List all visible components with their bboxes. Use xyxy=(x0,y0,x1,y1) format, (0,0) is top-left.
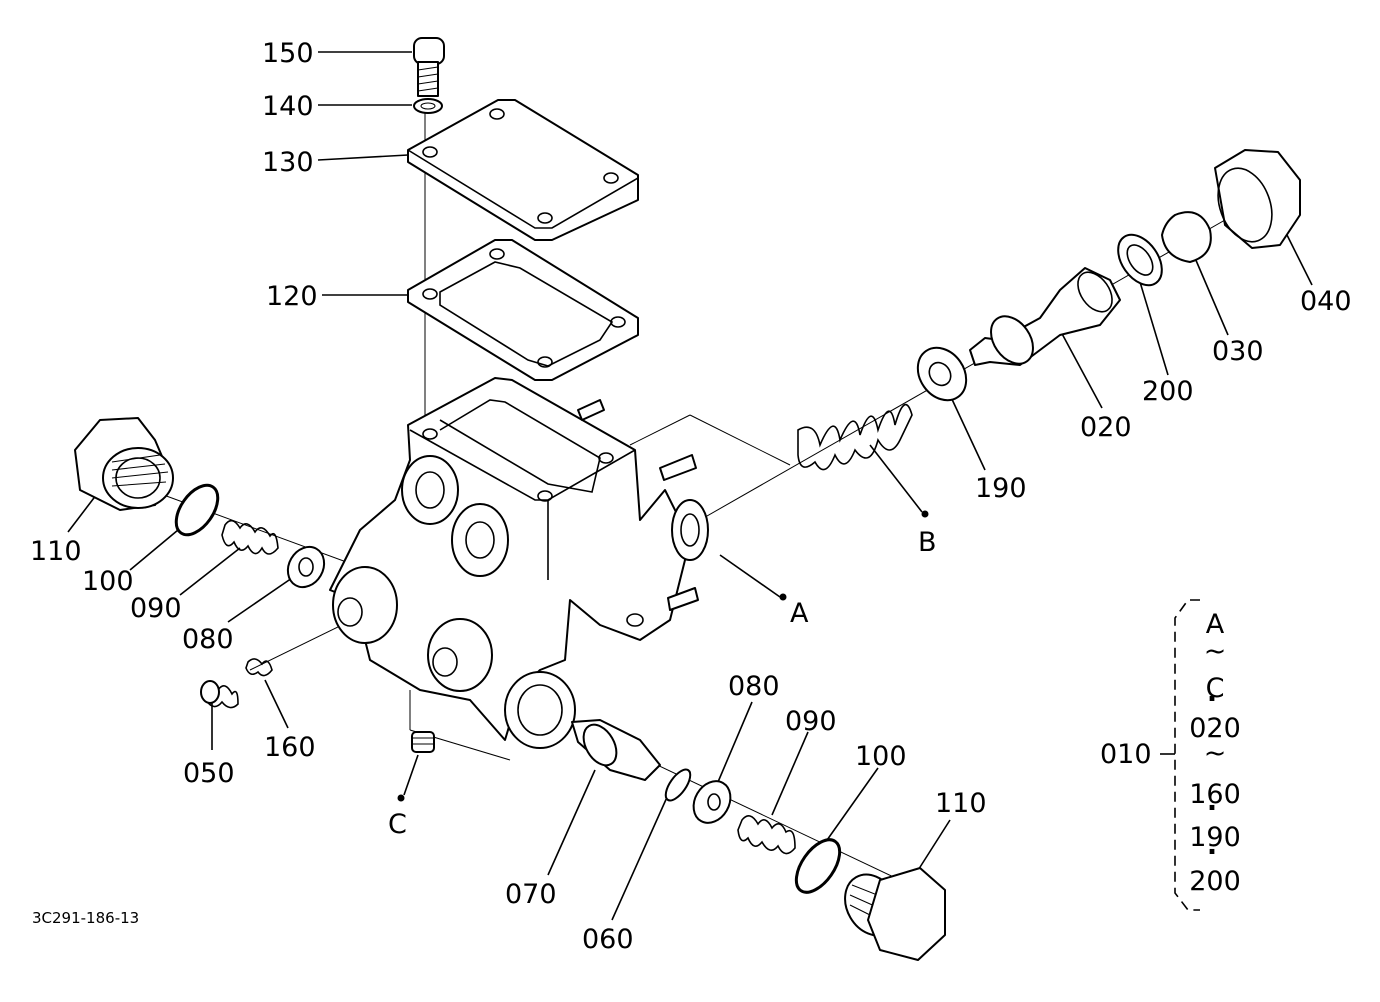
part-150-bolt xyxy=(413,37,445,97)
assembly-group: 010 A~C·020~160·190·200 xyxy=(1100,599,1241,911)
callout-030: 030 xyxy=(1212,336,1264,367)
assembly-group-item: ~ xyxy=(1204,738,1227,769)
callout-130: 130 xyxy=(262,147,314,178)
callout-b: B xyxy=(918,527,937,558)
callout-120: 120 xyxy=(266,281,318,312)
callout-140: 140 xyxy=(262,91,314,122)
assembly-group-item: 200 xyxy=(1189,866,1241,897)
callout-060: 060 xyxy=(582,924,634,955)
part-080-washer-left xyxy=(286,545,326,589)
part-110-plug-right xyxy=(844,867,946,961)
assembly-group-code: 010 xyxy=(1100,739,1152,770)
callout-080-left: 080 xyxy=(182,624,234,655)
part-050-fitting xyxy=(200,680,239,709)
part-190-seal xyxy=(916,346,968,402)
part-160-fitting xyxy=(245,658,273,677)
callout-040: 040 xyxy=(1300,286,1352,317)
callout-070: 070 xyxy=(505,879,557,910)
assembly-group-item: · xyxy=(1207,837,1217,868)
part-130-cover-plate xyxy=(407,99,639,241)
part-120-gasket xyxy=(407,239,639,381)
part-030-snap-ring xyxy=(1161,211,1212,263)
callout-160: 160 xyxy=(264,732,316,763)
part-140-lock-washer xyxy=(413,98,443,114)
part-060-o-ring xyxy=(664,768,692,802)
part-100-o-ring-left xyxy=(174,483,220,537)
assembly-group-items: A~C·020~160·190·200 xyxy=(1189,609,1241,897)
drawing-code: 3C291-186-13 xyxy=(32,909,139,927)
part-070-valve xyxy=(571,719,661,781)
callout-090-right: 090 xyxy=(785,706,837,737)
assembly-group-item: · xyxy=(1207,793,1217,824)
part-040-cap xyxy=(1214,149,1301,249)
assembly-group-item: 190 xyxy=(1189,822,1241,853)
part-c-plug xyxy=(411,731,435,753)
callout-150: 150 xyxy=(262,38,314,69)
part-100-o-ring-right xyxy=(794,838,842,894)
part-020-shaft xyxy=(969,267,1121,366)
callout-090-left: 090 xyxy=(130,593,182,624)
callout-labels: 150 140 130 120 110 100 090 080 050 160 … xyxy=(30,38,1352,955)
assembly-group-item: A xyxy=(1206,609,1225,640)
part-080-washer-right xyxy=(692,780,732,824)
assembly-group-item: C xyxy=(1206,673,1225,704)
callout-100-left: 100 xyxy=(82,566,134,597)
assembly-group-item: ~ xyxy=(1204,636,1227,667)
callout-190: 190 xyxy=(975,473,1027,504)
callout-020: 020 xyxy=(1080,412,1132,443)
callout-c: C xyxy=(388,809,407,840)
part-090-spring-right xyxy=(737,815,796,855)
leader-lines xyxy=(67,51,1313,921)
callout-110-right: 110 xyxy=(935,788,987,819)
part-010-housing xyxy=(329,377,709,749)
assembly-group-item: 020 xyxy=(1189,713,1241,744)
callout-a: A xyxy=(790,598,809,629)
callout-050: 050 xyxy=(183,758,235,789)
part-b-spring xyxy=(797,403,913,471)
assembly-group-item: 160 xyxy=(1189,779,1241,810)
callout-110-left: 110 xyxy=(30,536,82,567)
callout-080-right: 080 xyxy=(728,671,780,702)
reference-dots xyxy=(397,510,929,802)
part-200-bearing xyxy=(1117,233,1163,287)
part-110-plug-left xyxy=(74,417,174,511)
part-090-spring-left xyxy=(221,519,279,555)
assembly-group-item: · xyxy=(1207,684,1217,715)
callout-100-right: 100 xyxy=(855,741,907,772)
callout-200: 200 xyxy=(1142,376,1194,407)
